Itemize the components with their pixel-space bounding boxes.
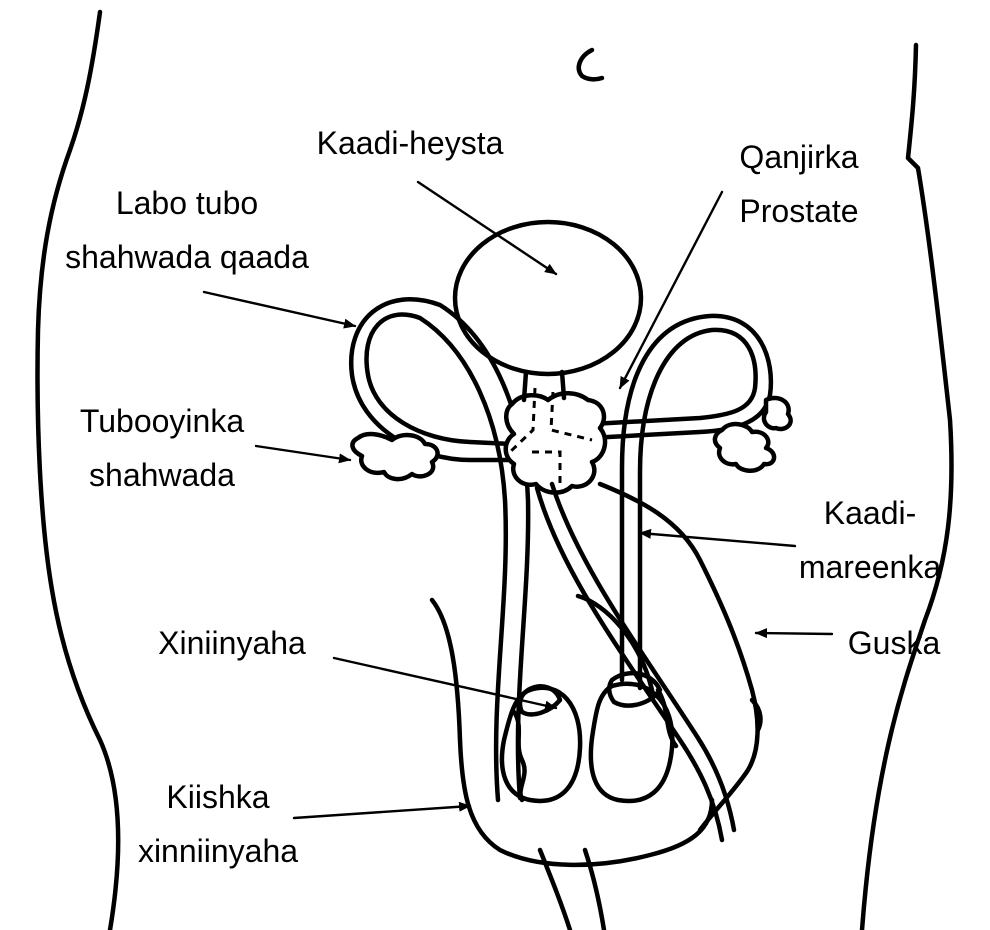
label-urethra-line2: mareenka: [799, 549, 942, 585]
right-vas-deferens: [590, 316, 771, 688]
label-scrotum-line2: xinniinyaha: [138, 833, 298, 869]
scrotum-leader: [294, 806, 470, 818]
label-testis: Xiniinyaha: [158, 625, 306, 661]
right-seminal-vesicle: [715, 424, 774, 471]
urethra-leader: [640, 533, 795, 546]
bladder: [455, 222, 641, 374]
left-seminal-vesicle: [352, 434, 437, 479]
label-seminal-vesicle-line1: Tubooyinka: [80, 403, 244, 439]
label-seminal-vesicle-line2: shahwada: [89, 457, 235, 493]
label-vas-deferens-line1: Labo tubo: [116, 185, 258, 221]
seminal-vesicle-leader: [256, 446, 350, 460]
label-prostate-line1: Qanjirka: [739, 139, 858, 175]
label-prostate-line2: Prostate: [739, 193, 858, 229]
navel: [579, 50, 602, 79]
right-hip-outline: [862, 45, 952, 930]
left-vas-deferens: [351, 299, 528, 800]
right-seminal-vesicle-upper: [764, 398, 791, 429]
right-testis: [591, 673, 676, 801]
label-bladder: Kaadi-heysta: [317, 125, 504, 161]
label-urethra-line1: Kaadi-: [824, 495, 917, 531]
label-scrotum-line1: Kiishka: [166, 779, 269, 815]
penis-leader: [756, 633, 832, 634]
label-penis: Guska: [848, 625, 941, 661]
prostate: [506, 393, 605, 492]
label-vas-deferens-line2: shahwada qaada: [65, 239, 309, 275]
vas-deferens-leader: [204, 292, 355, 326]
